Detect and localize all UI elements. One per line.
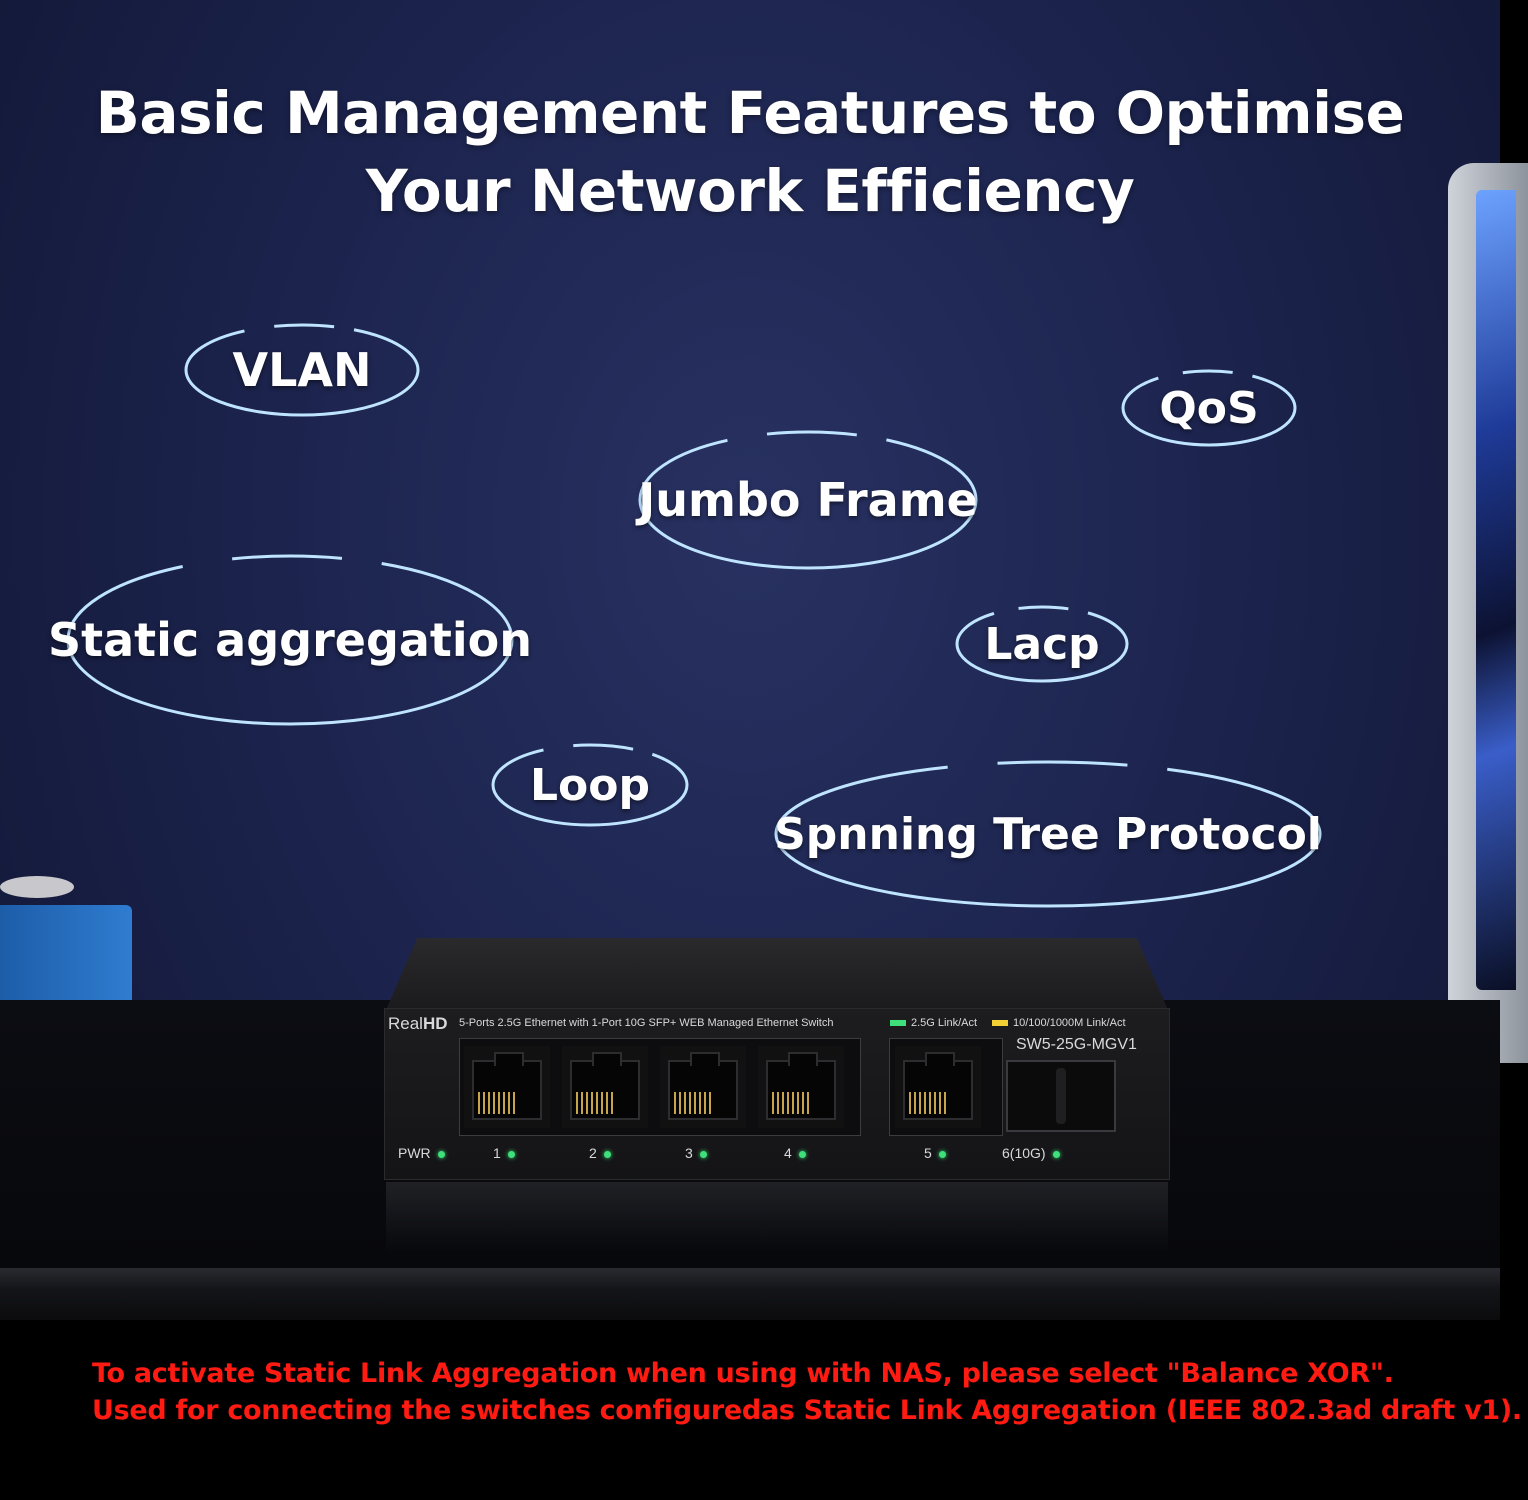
feature-label: Jumbo Frame [638,473,978,527]
port-1-indicator: 1 [493,1145,515,1161]
switch-reflection [386,1182,1168,1252]
feature-jumbo-frame: Jumbo Frame [638,428,978,572]
port-4-indicator: 4 [784,1145,806,1161]
glow-ring-icon [491,743,689,827]
feature-label: VLAN [232,343,372,397]
led-icon [938,1150,946,1158]
ethernet-port-3[interactable] [660,1046,746,1128]
legend-yellow-label: 10/100/1000M Link/Act [1013,1017,1126,1029]
ethernet-port-2[interactable] [562,1046,648,1128]
glow-ring-icon [184,323,420,417]
footer-band [0,1320,1500,1500]
glow-ring-icon [774,760,1322,908]
port-label: 2 [589,1145,597,1161]
note-line-2: Used for connecting the switches configu… [92,1395,1522,1426]
model-number: SW5-25G-MGV1 [1016,1036,1137,1053]
feature-vlan: VLAN [184,322,420,418]
ethernet-port-4[interactable] [758,1046,844,1128]
green-swatch-icon [890,1020,906,1027]
feature-label: Static aggregation [47,613,533,667]
desk-edge [0,1268,1500,1320]
switch-description: 5-Ports 2.5G Ethernet with 1-Port 10G SF… [459,1017,834,1029]
note-line-1: To activate Static Link Aggregation when… [92,1358,1394,1389]
feature-static-aggregation: Static aggregation [48,552,532,728]
feature-label: Spnning Tree Protocol [774,808,1322,860]
glow-ring-icon [955,605,1129,683]
pwr-indicator: PWR [398,1145,445,1161]
port-6-indicator: 6(10G) [1002,1145,1060,1161]
glow-ring-icon [1121,369,1297,447]
legend-green-label: 2.5G Link/Act [911,1017,978,1029]
brand-hd: HD [422,1014,448,1033]
led-icon [437,1150,445,1158]
switch-brand: RealHD [388,1014,448,1034]
port-label: 3 [685,1145,693,1161]
port-label: 4 [784,1145,792,1161]
port-3-indicator: 3 [685,1145,707,1161]
ethernet-port-1[interactable] [464,1046,550,1128]
feature-spanning-tree: Spnning Tree Protocol [774,758,1322,910]
feature-qos: QoS [1121,368,1297,448]
yellow-swatch-icon [992,1020,1008,1027]
port-5-indicator: 5 [924,1145,946,1161]
laptop-screen [1476,190,1516,990]
plate-image [0,876,74,898]
glow-ring-icon [638,430,978,570]
port-label: 6(10G) [1002,1145,1046,1161]
led-icon [798,1150,806,1158]
feature-label: QoS [1159,382,1259,434]
pwr-label: PWR [398,1145,431,1161]
ethernet-port-5[interactable] [895,1046,981,1128]
led-icon [699,1150,707,1158]
legend-yellow: 10/100/1000M Link/Act [992,1017,1126,1029]
headline-line-1: Basic Management Features to Optimise [95,79,1405,147]
feature-label: Lacp [984,618,1100,670]
port-2-indicator: 2 [589,1145,611,1161]
book-blue [0,905,132,1005]
sfp-port-6[interactable] [1006,1060,1116,1132]
legend-green: 2.5G Link/Act [890,1017,977,1029]
headline-line-2: Your Network Efficiency [365,157,1135,225]
feature-loop: Loop [491,742,689,828]
led-icon [507,1150,515,1158]
brand-real: Real [388,1014,423,1033]
glow-ring-icon [66,554,514,726]
feature-lacp: Lacp [955,604,1129,684]
led-icon [603,1150,611,1158]
led-icon [1052,1150,1060,1158]
switch-top [386,938,1168,1010]
port-label: 5 [924,1145,932,1161]
port-label: 1 [493,1145,501,1161]
feature-label: Loop [530,759,650,811]
